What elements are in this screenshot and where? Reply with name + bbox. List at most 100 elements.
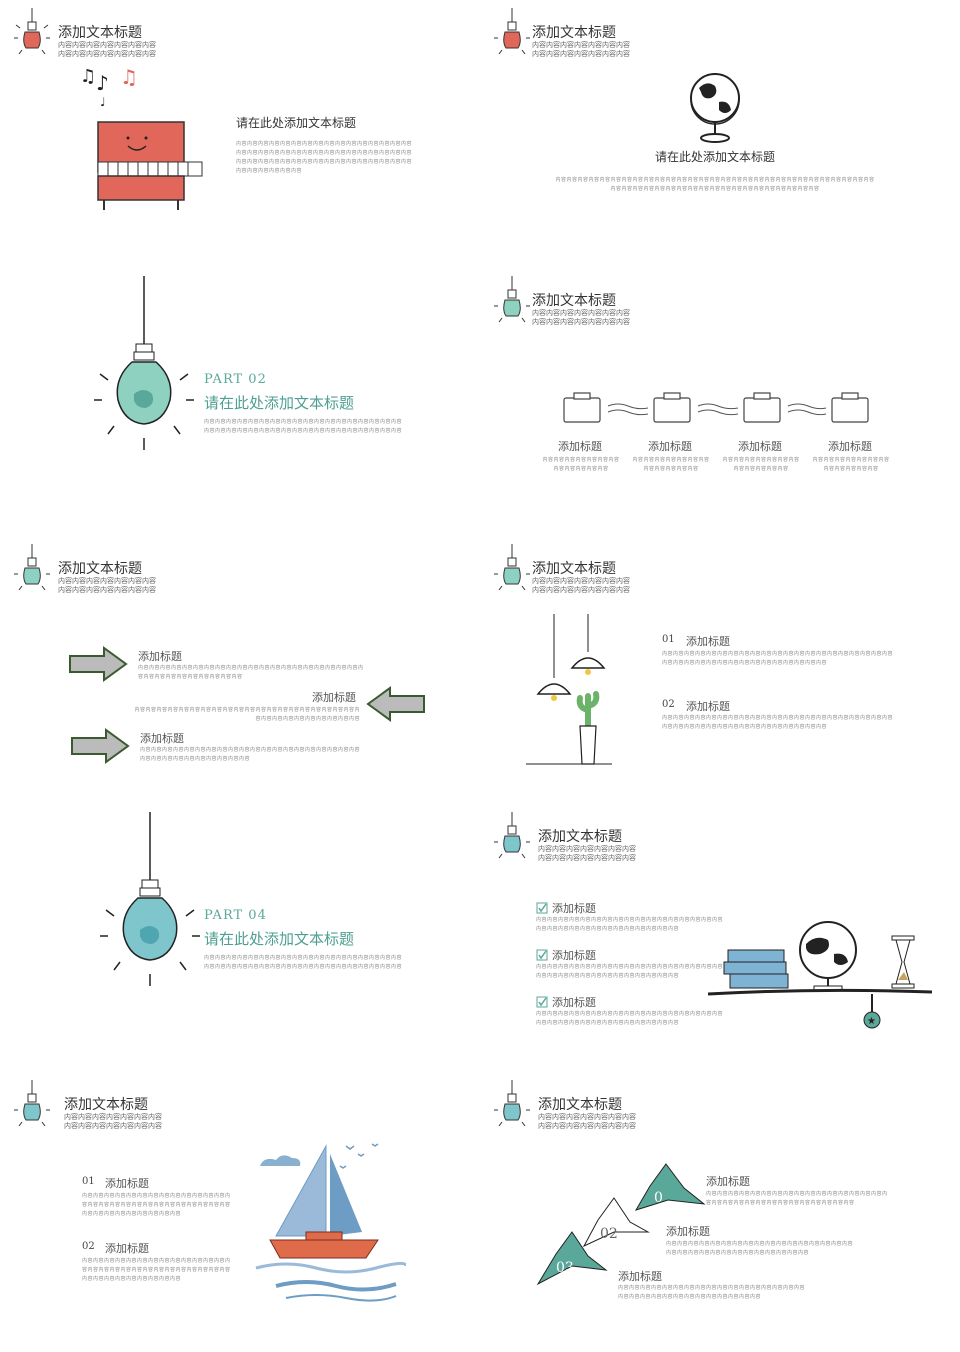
slide-3: PART 02 请在此处添加文本标题 内容内容内容内容内容内容内容内容内容内容内…: [0, 268, 470, 528]
item-text-1: 内容内容内容内容内容内容内容内容内容内容内容内容内容内容内容内容内容内容内容内容…: [82, 1193, 231, 1217]
header-title: 添加文本标题: [532, 293, 616, 309]
item-label-3: 添加标题: [618, 1270, 662, 1283]
red-lightbulb-icon: [494, 8, 530, 55]
header-title: 添加文本标题: [532, 25, 616, 41]
shape-number-1: 0: [654, 1190, 663, 1206]
header-text: 内容内容内容内容内容内容内容内容内容内容内容内容内容内容: [538, 1113, 636, 1130]
step-label-4: 添加标题: [828, 440, 872, 453]
part-label: PART 02: [204, 372, 267, 387]
header-text: 内容内容内容内容内容内容内容内容内容内容内容内容内容内容: [64, 1113, 162, 1130]
item-label-1: 添加标题: [105, 1177, 149, 1190]
header-text: 内容内容内容内容内容内容内容内容内容内容内容内容内容内容: [538, 845, 636, 862]
arrow-left-icon: [366, 686, 425, 722]
slide-9: 添加文本标题 内容内容内容内容内容内容内容内容内容内容内容内容内容内容 01 添…: [0, 1072, 470, 1332]
item-text-1: 内容内容内容内容内容内容内容内容内容内容内容内容内容内容内容内容内容内容内容内容…: [138, 665, 364, 680]
header-text: 内容内容内容内容内容内容内容内容内容内容内容内容内容内容: [532, 577, 630, 594]
item-label-1: 添加标题: [686, 635, 730, 648]
red-lightbulb-icon: [14, 8, 50, 55]
slide-title: 请在此处添加文本标题: [654, 150, 775, 164]
hanging-lamps-cactus-illustration: [526, 614, 612, 765]
slide-4: 添加文本标题 内容内容内容内容内容内容内容内容内容内容内容内容内容内容 添加标题…: [480, 268, 950, 528]
slide-7: PART 04 请在此处添加文本标题 内容内容内容内容内容内容内容内容内容内容内…: [0, 804, 470, 1064]
item-label-1: 添加标题: [706, 1175, 750, 1188]
header-title: 添加文本标题: [58, 561, 142, 577]
arrow-right-icon: [69, 646, 128, 682]
header-text: 内容内容内容内容内容内容内容内容内容内容内容内容内容内容: [532, 309, 630, 326]
item-label-2: 添加标题: [666, 1225, 710, 1238]
slide-5: 添加文本标题 内容内容内容内容内容内容内容内容内容内容内容内容内容内容 添加标题…: [0, 536, 470, 796]
slide-10: 添加文本标题 内容内容内容内容内容内容内容内容内容内容内容内容内容内容 0 02…: [480, 1072, 950, 1332]
step-label-1: 添加标题: [558, 440, 602, 453]
item-text-1: 内容内容内容内容内容内容内容内容内容内容内容内容内容内容内容内容内容内容内容内容…: [706, 1191, 888, 1206]
slide-2: 添加文本标题 内容内容内容内容内容内容内容内容内容内容内容内容内容内容 请在此处…: [480, 0, 950, 260]
header-title: 添加文本标题: [64, 1097, 148, 1113]
svg-text:★: ★: [867, 1016, 876, 1027]
header-title: 添加文本标题: [58, 25, 142, 41]
step-text-3: 内容内容内容内容内容内容内容内容内容内容内容内容: [722, 457, 800, 472]
item-text-1: 内容内容内容内容内容内容内容内容内容内容内容内容内容内容内容内容内容内容内容内容…: [662, 651, 894, 666]
item-text-3: 内容内容内容内容内容内容内容内容内容内容内容内容内容内容内容内容内容内容内容内容…: [618, 1285, 806, 1300]
item-number-1: 01: [82, 1176, 95, 1187]
slide-1: 添加文本标题 内容内容内容内容内容内容内容内容内容内容内容内容内容内容 ♫ ♪ …: [0, 0, 470, 260]
checkbox-icon: [536, 996, 548, 1008]
header-text: 内容内容内容内容内容内容内容内容内容内容内容内容内容内容: [58, 577, 156, 594]
green-lightbulb-icon: [94, 276, 194, 450]
step-label-3: 添加标题: [738, 440, 782, 453]
svg-text:♪: ♪: [96, 71, 109, 95]
step-text-4: 内容内容内容内容内容内容内容内容内容内容内容内容: [812, 457, 890, 472]
step-text-1: 内容内容内容内容内容内容内容内容内容内容内容内容: [542, 457, 620, 472]
item-text-3: 内容内容内容内容内容内容内容内容内容内容内容内容内容内容内容内容内容内容内容内容…: [140, 747, 361, 762]
item-number-2: 02: [82, 1241, 95, 1252]
item-label-3: 添加标题: [140, 732, 184, 745]
item-number-2: 02: [662, 699, 675, 710]
green-lightbulb-icon: [14, 544, 50, 591]
body-text: 内容内容内容内容内容内容内容内容内容内容内容内容内容内容内容内容内容内容内容内容…: [236, 141, 413, 174]
checkbox-icon: [536, 902, 548, 914]
item-label-2: 添加标题: [686, 700, 730, 713]
item-text-1: 内容内容内容内容内容内容内容内容内容内容内容内容内容内容内容内容内容内容内容内容…: [536, 917, 724, 932]
blue-lightbulb-icon: [494, 812, 530, 859]
item-number-1: 01: [662, 634, 675, 645]
item-text-2: 内容内容内容内容内容内容内容内容内容内容内容内容内容内容内容内容内容内容内容内容…: [82, 1258, 231, 1282]
step-text-2: 内容内容内容内容内容内容内容内容内容内容内容内容: [632, 457, 710, 472]
part-label: PART 04: [204, 908, 267, 923]
piano-illustration: [97, 121, 203, 210]
step-label-2: 添加标题: [648, 440, 692, 453]
sailboat-illustration: [255, 1143, 406, 1302]
slide-8: 添加文本标题 内容内容内容内容内容内容内容内容内容内容内容内容内容内容 添加标题…: [480, 804, 950, 1064]
svg-text:♫: ♫: [120, 65, 138, 89]
item-label-1: 添加标题: [138, 650, 182, 663]
item-label-2: 添加标题: [312, 691, 356, 704]
slide-title: 请在此处添加文本标题: [236, 116, 357, 130]
green-lightbulb-icon: [494, 544, 530, 591]
arrow-right-icon: [71, 728, 130, 764]
globe-icon: [690, 73, 740, 143]
item-label-3: 添加标题: [552, 996, 596, 1009]
item-text-2: 内容内容内容内容内容内容内容内容内容内容内容内容内容内容内容内容内容内容内容内容…: [536, 964, 724, 979]
slide-title: 请在此处添加文本标题: [204, 394, 355, 412]
header-title: 添加文本标题: [532, 561, 616, 577]
svg-text:♩: ♩: [100, 95, 106, 107]
green-lightbulb-icon: [494, 276, 530, 323]
briefcase-flow-diagram: [563, 392, 869, 423]
slide-6: 添加文本标题 内容内容内容内容内容内容内容内容内容内容内容内容内容内容 01 添…: [480, 536, 950, 796]
checkbox-icon: [536, 949, 548, 961]
item-text-2: 内容内容内容内容内容内容内容内容内容内容内容内容内容内容内容内容内容内容内容内容…: [134, 707, 360, 722]
slide-title: 请在此处添加文本标题: [204, 930, 355, 948]
item-text-2: 内容内容内容内容内容内容内容内容内容内容内容内容内容内容内容内容内容内容内容内容…: [662, 715, 894, 730]
body-text: 内容内容内容内容内容内容内容内容内容内容内容内容内容内容内容内容内容内容内容内容…: [555, 177, 875, 192]
item-text-2: 内容内容内容内容内容内容内容内容内容内容内容内容内容内容内容内容内容内容内容内容…: [666, 1241, 854, 1256]
item-text-3: 内容内容内容内容内容内容内容内容内容内容内容内容内容内容内容内容内容内容内容内容…: [536, 1011, 724, 1026]
header-title: 添加文本标题: [538, 1097, 622, 1113]
shapes-diagram: [536, 1163, 706, 1286]
item-label-1: 添加标题: [552, 902, 596, 915]
item-label-2: 添加标题: [552, 949, 596, 962]
header-title: 添加文本标题: [538, 829, 622, 845]
music-notes-icon: ♫ ♪ ♫ ♩: [80, 65, 138, 107]
shape-number-3: 03: [556, 1260, 574, 1276]
blue-lightbulb-icon: [14, 1080, 50, 1127]
item-label-2: 添加标题: [105, 1242, 149, 1255]
bookshelf-globe-hourglass-illustration: ★: [708, 921, 933, 1029]
header-text: 内容内容内容内容内容内容内容内容内容内容内容内容内容内容: [58, 41, 156, 58]
blue-lightbulb-icon: [100, 812, 200, 986]
